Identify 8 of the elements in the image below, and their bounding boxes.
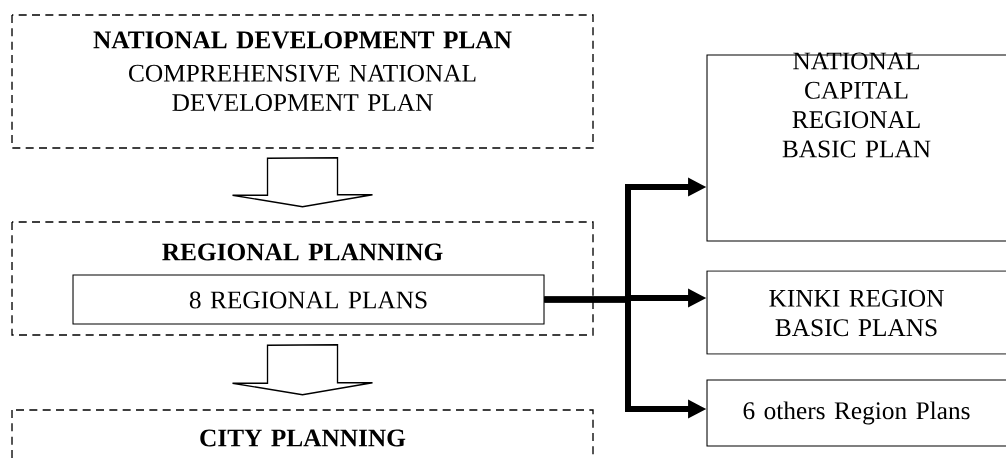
dashed-box: CITY PLANNING [11, 409, 594, 459]
block-arrow [231, 344, 374, 396]
process-box: KINKI REGION BASIC PLANS [706, 270, 1006, 355]
block-arrow [231, 157, 374, 208]
dashed-box: NATIONAL DEVELOPMENT PLAN COMPREHENSIVE NATIONAL DEVELOPMENT PLAN [11, 14, 594, 149]
process-box: NATIONAL CAPITAL REGIONAL BASIC PLAN [706, 52, 1006, 242]
process-box: 6 others Region Plans [706, 379, 1006, 447]
process-box: 8 REGIONAL PLANS [72, 274, 545, 325]
